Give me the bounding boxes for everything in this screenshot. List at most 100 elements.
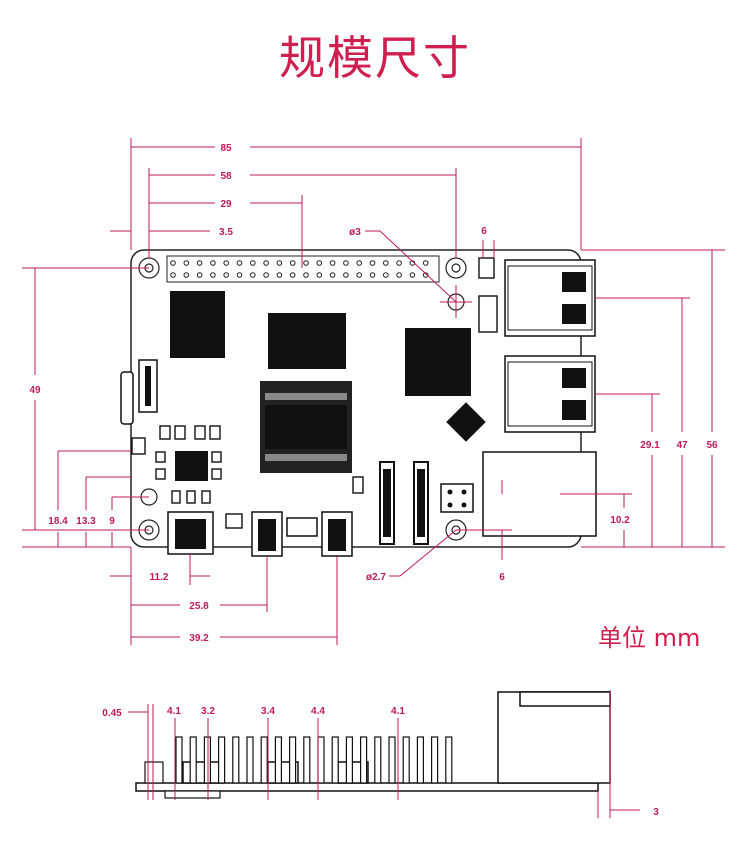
gpio-pin (276, 272, 283, 278)
unit-label: 单位 mm (598, 624, 701, 652)
side-gpio-pin (289, 736, 297, 784)
gpio-pin (223, 272, 229, 278)
gpio-pin (383, 260, 389, 266)
dim-29: 29 (220, 199, 232, 210)
gpio-pin (236, 272, 243, 278)
dim-6-right: 6 (499, 572, 505, 583)
dim-6-top: 6 (481, 226, 487, 237)
side-dimension-lines (128, 690, 640, 818)
gpio-pin (196, 260, 203, 266)
side-power-port (182, 761, 224, 784)
gpio-pin (183, 260, 190, 266)
side-gpio-pin (274, 736, 282, 784)
side-gpio-pin (360, 736, 368, 784)
dim-3-5: 3.5 (219, 227, 233, 238)
side-gpio-pin (374, 736, 382, 784)
gpio-pin (316, 260, 323, 266)
dim-hole-3: ø3 (349, 227, 361, 238)
side-gpio-pin (416, 736, 424, 784)
side-gpio-pin (331, 736, 339, 784)
gpio-pin (303, 260, 309, 266)
gpio-pin (170, 272, 176, 278)
gpio-pin (343, 272, 349, 278)
gpio-pin (196, 272, 203, 278)
audio-component (286, 517, 318, 537)
dim-side-4-1b: 4.1 (391, 706, 405, 717)
gpio-pin (170, 260, 176, 266)
dim-18-4: 18.4 (48, 516, 68, 527)
gpio-pin (316, 272, 323, 278)
gpio-pin (396, 260, 402, 266)
chip-soc-top (268, 313, 346, 369)
side-usb-ethernet (497, 691, 611, 784)
top-view-board (120, 249, 597, 557)
dim-side-4-1a: 4.1 (167, 706, 181, 717)
gpio-pin (303, 272, 309, 278)
power-port (167, 511, 214, 555)
dim-9: 9 (109, 516, 115, 527)
chip-ram (170, 291, 225, 358)
gpio-pin (396, 272, 402, 278)
side-gpio-pins (175, 736, 453, 784)
dim-29-1: 29.1 (640, 440, 660, 451)
gpio-pin (329, 260, 336, 266)
gpio-pin (289, 260, 296, 266)
dim-11-2: 11.2 (150, 572, 169, 583)
top-dimension-lines (22, 138, 725, 645)
gpio-pin (356, 272, 363, 278)
gpio-pin (383, 272, 389, 278)
chip-usb-controller (405, 328, 471, 396)
small-components (131, 257, 498, 529)
page-title: 规模尺寸 (279, 31, 471, 85)
side-gpio-pin (431, 736, 439, 784)
camera-connector (120, 359, 158, 425)
gpio-pin (183, 272, 190, 278)
dim-49: 49 (29, 385, 41, 396)
dim-side-3: 3 (653, 807, 659, 818)
side-gpio-pin (345, 736, 353, 784)
side-gpio-pin (402, 736, 410, 784)
chip-pmic (175, 451, 208, 481)
dim-13-3: 13.3 (76, 516, 96, 527)
chip-diamond (446, 402, 486, 442)
hdmi-port-1 (321, 511, 353, 557)
gpio-header (166, 255, 440, 283)
hdmi-port-0 (251, 511, 283, 557)
dim-85: 85 (220, 143, 232, 154)
side-gpio-pin (317, 736, 325, 784)
dim-hole-2-7: ø2.7 (366, 572, 386, 583)
gpio-pin (210, 260, 216, 266)
dim-10-2: 10.2 (610, 515, 630, 526)
side-pcb (135, 782, 599, 792)
gpio-pin (276, 260, 283, 266)
side-gpio-pin (388, 736, 396, 784)
gpio-pin (210, 272, 216, 278)
gpio-pin (356, 260, 363, 266)
side-gpio-pin (260, 736, 268, 784)
gpio-pin (343, 260, 349, 266)
gpio-pin (422, 272, 429, 278)
dim-side-3-2: 3.2 (201, 706, 215, 717)
gpio-pin (250, 272, 256, 278)
heatsink (260, 381, 352, 473)
gpio-pin (329, 272, 336, 278)
dim-side-3-4: 3.4 (261, 706, 275, 717)
gpio-pin (422, 260, 429, 266)
side-view-board (135, 691, 611, 799)
usb-ports (504, 259, 596, 433)
gpio-pin (289, 272, 296, 278)
display-connectors (379, 461, 429, 545)
side-gpio-pin (175, 736, 183, 784)
dim-25-8: 25.8 (189, 601, 209, 612)
side-gpio-pin (203, 736, 211, 784)
dim-side-4-4: 4.4 (311, 706, 325, 717)
dim-0-45: 0.45 (102, 708, 122, 719)
side-gpio-pin (303, 736, 311, 784)
dim-47: 47 (676, 440, 688, 451)
dim-58: 58 (220, 171, 232, 182)
dim-39-2: 39.2 (189, 633, 209, 644)
gpio-pin (250, 260, 256, 266)
gpio-pin (236, 260, 243, 266)
gpio-pin (369, 272, 376, 278)
side-gpio-pin (232, 736, 240, 784)
